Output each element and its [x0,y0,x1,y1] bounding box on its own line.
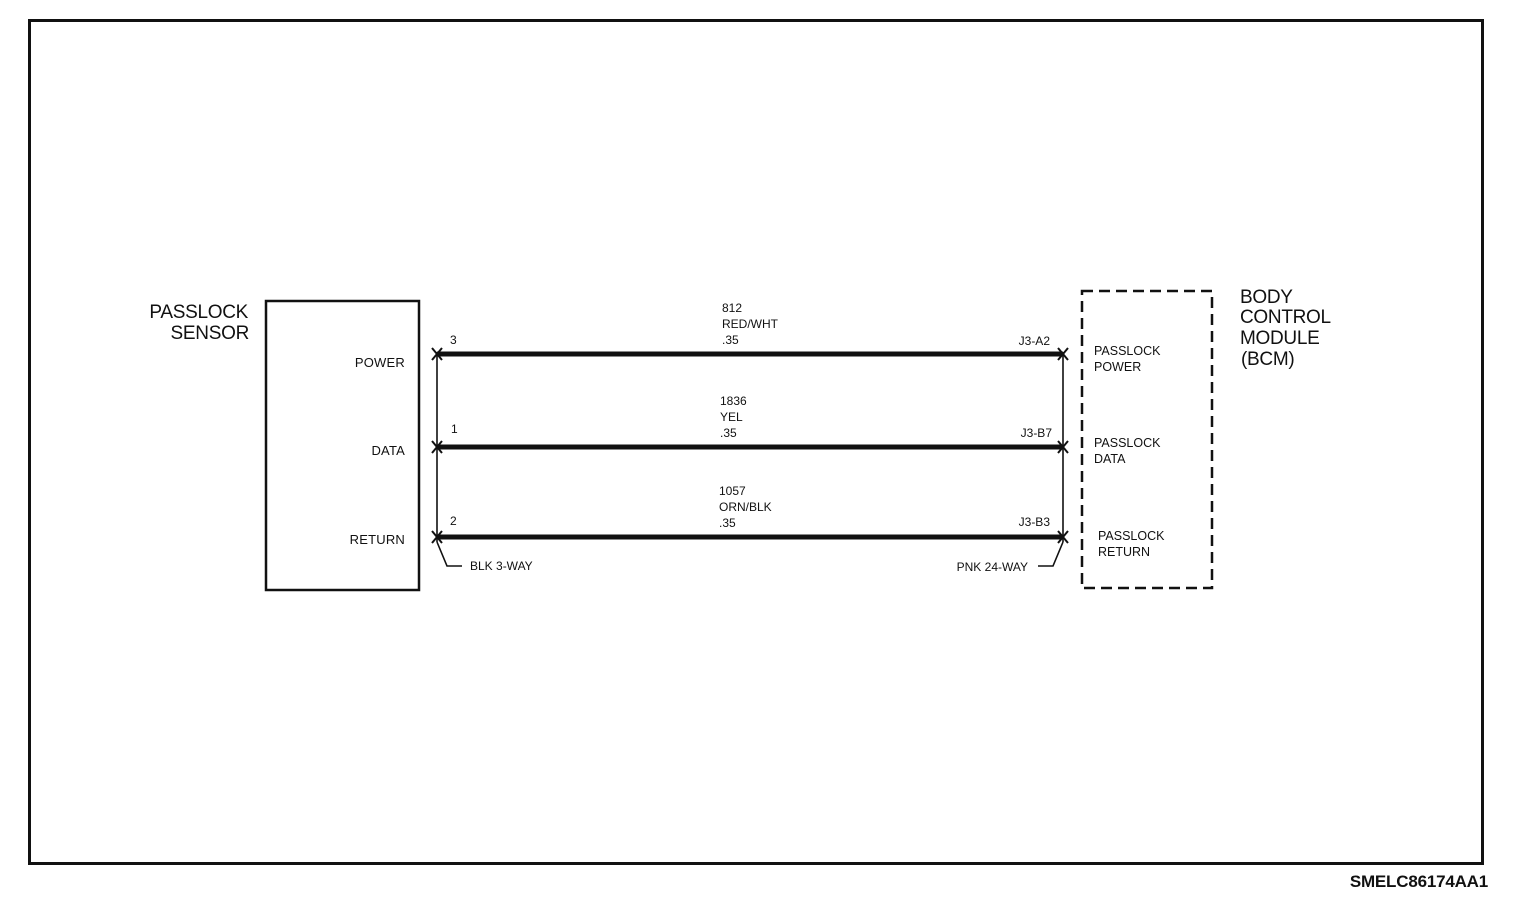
wire-data-gauge: .35 [720,426,737,440]
wire-power-bcm-terminal: J3-A2 [1018,334,1050,348]
bcm-pin-data-line2: DATA [1094,452,1126,466]
sensor-pin-data-label: DATA [371,443,405,458]
wire-return-color: ORN/BLK [719,500,772,514]
wire-data-sensor-pin: 1 [451,422,458,436]
wire-data-right-terminal [1057,440,1069,454]
wire-power-color: RED/WHT [722,317,778,331]
figure-code: SMELC86174AA1 [1349,872,1488,891]
bcm-pin-return-line2: RETURN [1098,545,1151,559]
wire-return-left-terminal [431,530,443,544]
wire-data-color: YEL [720,410,743,424]
wire-return-bcm-terminal: J3-B3 [1018,515,1050,529]
wire-return-circuit: 1057 [719,484,746,498]
wire-return-gauge: .35 [719,516,736,530]
wire-power-sensor-pin: 3 [450,333,457,347]
wire-power [431,347,1069,361]
wire-return-sensor-pin: 2 [450,514,457,528]
passlock-sensor-box [264,299,421,592]
wire-data-left-terminal [431,440,443,454]
sensor-title-line2: SENSOR [170,323,250,344]
wire-power-circuit: 812 [722,301,743,315]
sensor-pin-return-label: RETURN [349,532,405,547]
bcm-connector-label: PNK 24-WAY [956,560,1028,574]
bcm-pin-return-line1: PASSLOCK [1098,529,1165,543]
bcm-pin-power-line2: POWER [1094,360,1142,374]
bcm-box [1080,289,1214,590]
wire-return-right-terminal [1057,530,1069,544]
wire-power-gauge: .35 [722,333,739,347]
sensor-pin-power-label: POWER [354,355,405,370]
sensor-title-line1: PASSLOCK [149,302,248,323]
diagram-frame [28,19,1484,865]
bcm-title-line3: MODULE [1240,328,1320,349]
bcm-title-line4: (BCM) [1241,349,1295,370]
bcm-pin-data-line1: PASSLOCK [1094,436,1161,450]
bcm-title-line2: CONTROL [1240,307,1331,328]
sensor-connector-label: BLK 3-WAY [470,559,533,573]
wire-data-circuit: 1836 [720,394,747,408]
wire-data [431,440,1069,454]
wire-data-bcm-terminal: J3-B7 [1020,426,1052,440]
wire-power-right-terminal [1057,347,1069,361]
bcm-pin-power-line1: PASSLOCK [1094,344,1161,358]
bcm-title-line1: BODY [1240,287,1293,308]
wire-return [431,530,1069,544]
wire-power-left-terminal [431,347,443,361]
